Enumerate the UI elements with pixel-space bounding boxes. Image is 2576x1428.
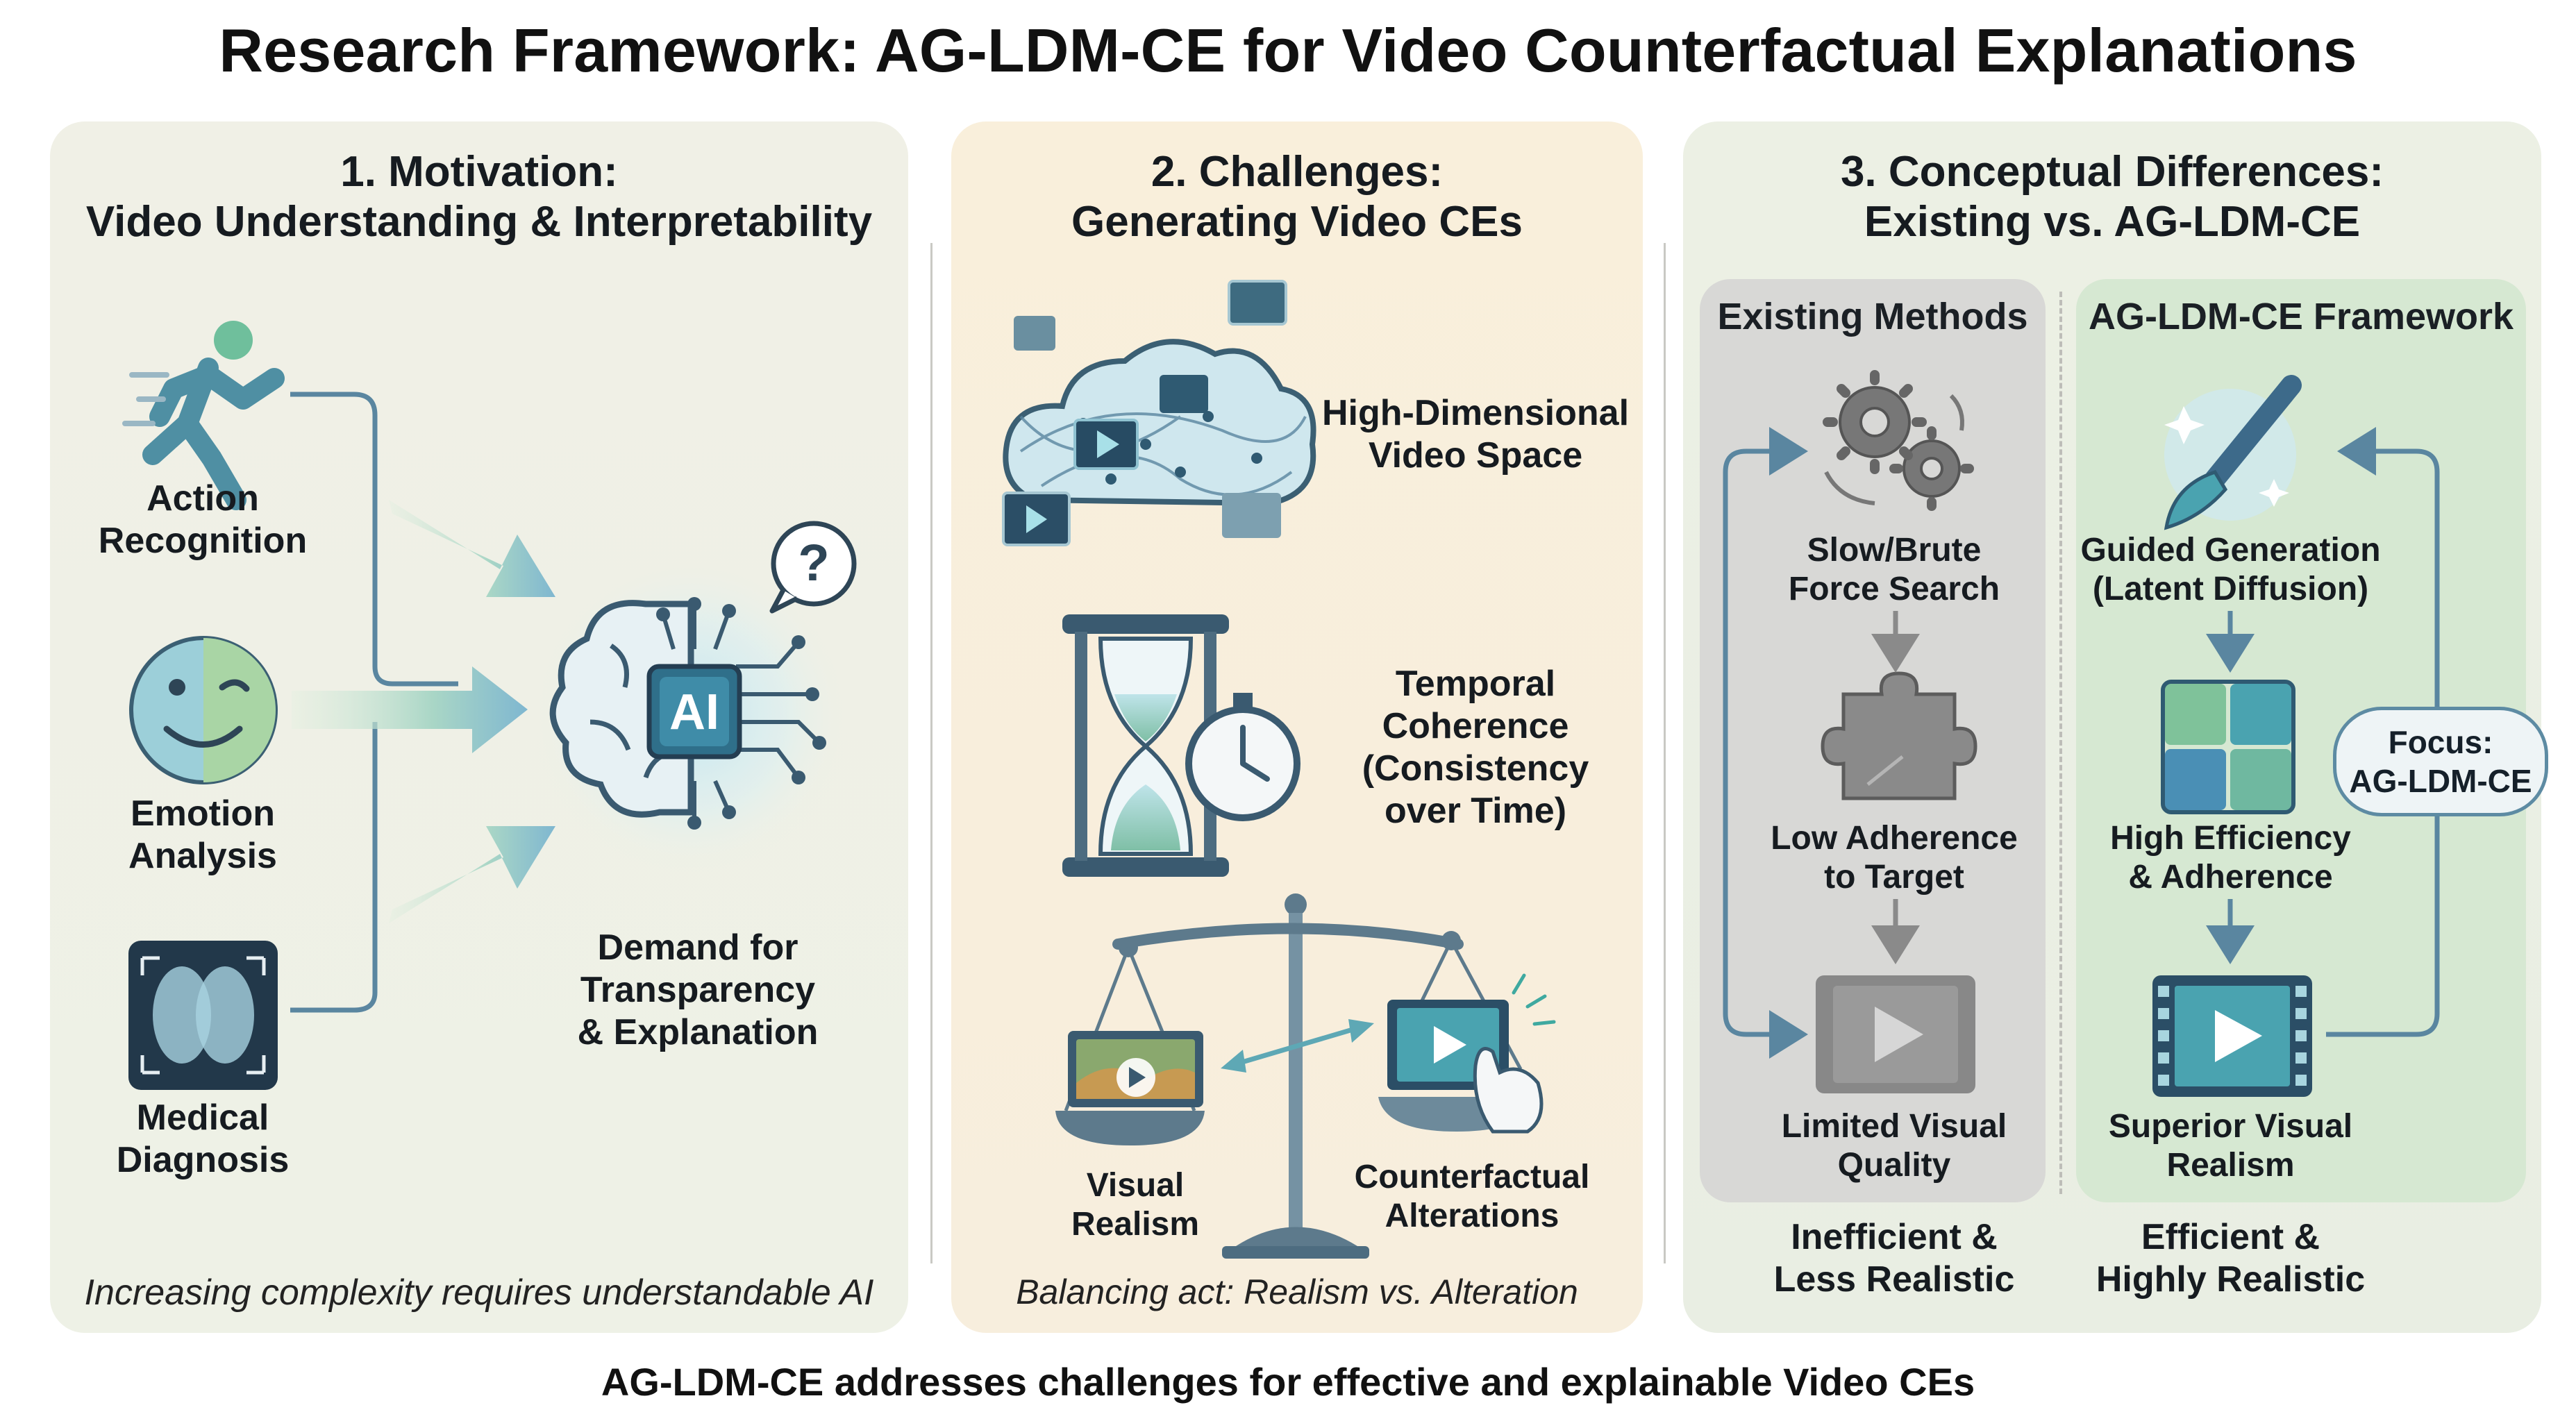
- realism-line2: Realism: [1071, 1206, 1200, 1243]
- divider-1: [930, 243, 932, 1263]
- ag-ldm-ce-heading: AG-LDM-CE Framework: [2088, 296, 2514, 337]
- label-low-adherence: Low Adherence to Target: [1700, 819, 2089, 897]
- action-line1: Action: [147, 478, 259, 519]
- demand-line3: & Explanation: [577, 1012, 819, 1052]
- demand-line2: Transparency: [580, 970, 816, 1010]
- divider-2: [1664, 243, 1666, 1263]
- existing-feedback-loop: [1723, 427, 1808, 1059]
- running-person-icon: [122, 321, 285, 510]
- puzzle-grid-icon: [2161, 680, 2295, 814]
- video-play-icon: [2152, 975, 2312, 1097]
- page-title: Research Framework: AG-LDM-CE for Video …: [219, 16, 2357, 85]
- label-temporal-coherence: Temporal Coherence (Consistency over Tim…: [1319, 663, 1632, 832]
- limited-line1: Limited Visual: [1781, 1108, 2007, 1145]
- slow-line2: Force Search: [1788, 571, 2000, 607]
- label-action-recognition: Action Recognition: [64, 478, 342, 562]
- gears-icon: [1823, 370, 1974, 511]
- ai-brain-icon: [531, 555, 851, 875]
- emotion-line1: Emotion: [131, 793, 275, 834]
- label-slow-brute-force: Slow/Brute Force Search: [1700, 531, 2089, 609]
- efficiency-line2: & Adherence: [2128, 859, 2333, 896]
- label-medical-diagnosis: Medical Diagnosis: [64, 1097, 342, 1182]
- temporal-line4: over Time): [1384, 791, 1567, 831]
- emotion-line2: Analysis: [128, 836, 277, 876]
- panel1-heading-line2: Video Understanding & Interpretability: [85, 198, 873, 246]
- ours-summary-line2: Highly Realistic: [2096, 1259, 2366, 1300]
- panel2-footer: Balancing act: Realism vs. Alteration: [1016, 1272, 1578, 1311]
- existing-methods-heading: Existing Methods: [1717, 296, 2028, 337]
- slow-line1: Slow/Brute: [1807, 532, 1982, 569]
- stopwatch-icon: [1185, 693, 1300, 821]
- label-guided-generation: Guided Generation (Latent Diffusion): [2076, 531, 2385, 609]
- low-line2: to Target: [1824, 859, 1964, 896]
- label-emotion-analysis: Emotion Analysis: [64, 793, 342, 877]
- medical-line1: Medical: [136, 1098, 269, 1138]
- limited-line2: Quality: [1837, 1147, 1951, 1184]
- realism-line1: Visual: [1086, 1167, 1185, 1204]
- emotion-face-icon: [129, 636, 278, 784]
- ai-chip-label: AI: [669, 684, 719, 740]
- panel2-heading-line1: 2. Challenges:: [1151, 148, 1444, 196]
- paintbrush-icon: [2164, 375, 2302, 530]
- panel1-footer: Increasing complexity requires understan…: [84, 1272, 874, 1313]
- ours-summary: Efficient & Highly Realistic: [2076, 1216, 2385, 1301]
- question-mark: ?: [798, 534, 830, 591]
- label-high-dimensional: High-Dimensional Video Space: [1305, 392, 1646, 477]
- video-cloud-icon: [1002, 280, 1316, 546]
- focus-badge: Focus: AG-LDM-CE: [2333, 707, 2548, 816]
- superior-line2: Realism: [2166, 1147, 2295, 1184]
- panel2-heading-line2: Generating Video CEs: [1071, 198, 1523, 246]
- label-superior-realism: Superior Visual Realism: [2076, 1107, 2385, 1185]
- superior-line1: Superior Visual: [2108, 1108, 2353, 1145]
- temporal-line2: Coherence: [1382, 706, 1569, 746]
- label-visual-realism: Visual Realism: [1042, 1166, 1229, 1244]
- highdim-line2: Video Space: [1368, 435, 1583, 476]
- focus-line1: Focus:: [2388, 724, 2493, 760]
- ours-summary-line1: Efficient &: [2141, 1217, 2320, 1257]
- guided-line2: (Latent Diffusion): [2092, 571, 2369, 607]
- motivation-connectors: [290, 392, 458, 1013]
- efficiency-line1: High Efficiency: [2110, 820, 2351, 857]
- label-demand-transparency: Demand for Transparency & Explanation: [542, 927, 854, 1054]
- focus-line2: AG-LDM-CE: [2349, 763, 2532, 799]
- temporal-line1: Temporal: [1395, 664, 1556, 704]
- label-limited-quality: Limited Visual Quality: [1700, 1107, 2089, 1185]
- panel3-heading: 3. Conceptual Differences: Existing vs. …: [1683, 147, 2541, 247]
- existing-summary-line1: Inefficient &: [1791, 1217, 1998, 1257]
- sub-divider: [2059, 292, 2062, 1194]
- big-arrows: [292, 500, 555, 923]
- temporal-line3: (Consistency: [1362, 748, 1589, 789]
- demand-line1: Demand for: [597, 927, 798, 968]
- guided-line1: Guided Generation: [2080, 532, 2381, 569]
- alterations-line1: Counterfactual: [1354, 1159, 1590, 1195]
- label-counterfactual-alterations: Counterfactual Alterations: [1333, 1158, 1611, 1236]
- panel2-heading: 2. Challenges: Generating Video CEs: [951, 147, 1643, 247]
- medical-line2: Diagnosis: [116, 1140, 290, 1180]
- balance-scale-icon: [1055, 893, 1556, 1259]
- realism-alteration-double-arrow: [1221, 1019, 1374, 1073]
- action-line2: Recognition: [98, 521, 308, 561]
- puzzle-piece-icon: [1821, 671, 1977, 800]
- alterations-line2: Alterations: [1385, 1198, 1559, 1234]
- panel1-heading-line1: 1. Motivation:: [340, 148, 618, 196]
- bottom-caption: AG-LDM-CE addresses challenges for effec…: [601, 1360, 1975, 1404]
- existing-summary: Inefficient & Less Realistic: [1700, 1216, 2089, 1301]
- low-line1: Low Adherence: [1771, 820, 2018, 857]
- panel3-heading-line2: Existing vs. AG-LDM-CE: [1864, 198, 2361, 246]
- panel1-heading: 1. Motivation: Video Understanding & Int…: [50, 147, 908, 247]
- panel3-heading-line1: 3. Conceptual Differences:: [1840, 148, 2384, 196]
- existing-summary-line2: Less Realistic: [1773, 1259, 2015, 1300]
- blurred-video-icon: [1816, 975, 1975, 1093]
- medical-scan-icon: [128, 941, 278, 1090]
- question-bubble-icon: [769, 521, 857, 614]
- label-high-efficiency: High Efficiency & Adherence: [2076, 819, 2385, 897]
- highdim-line1: High-Dimensional: [1321, 393, 1630, 433]
